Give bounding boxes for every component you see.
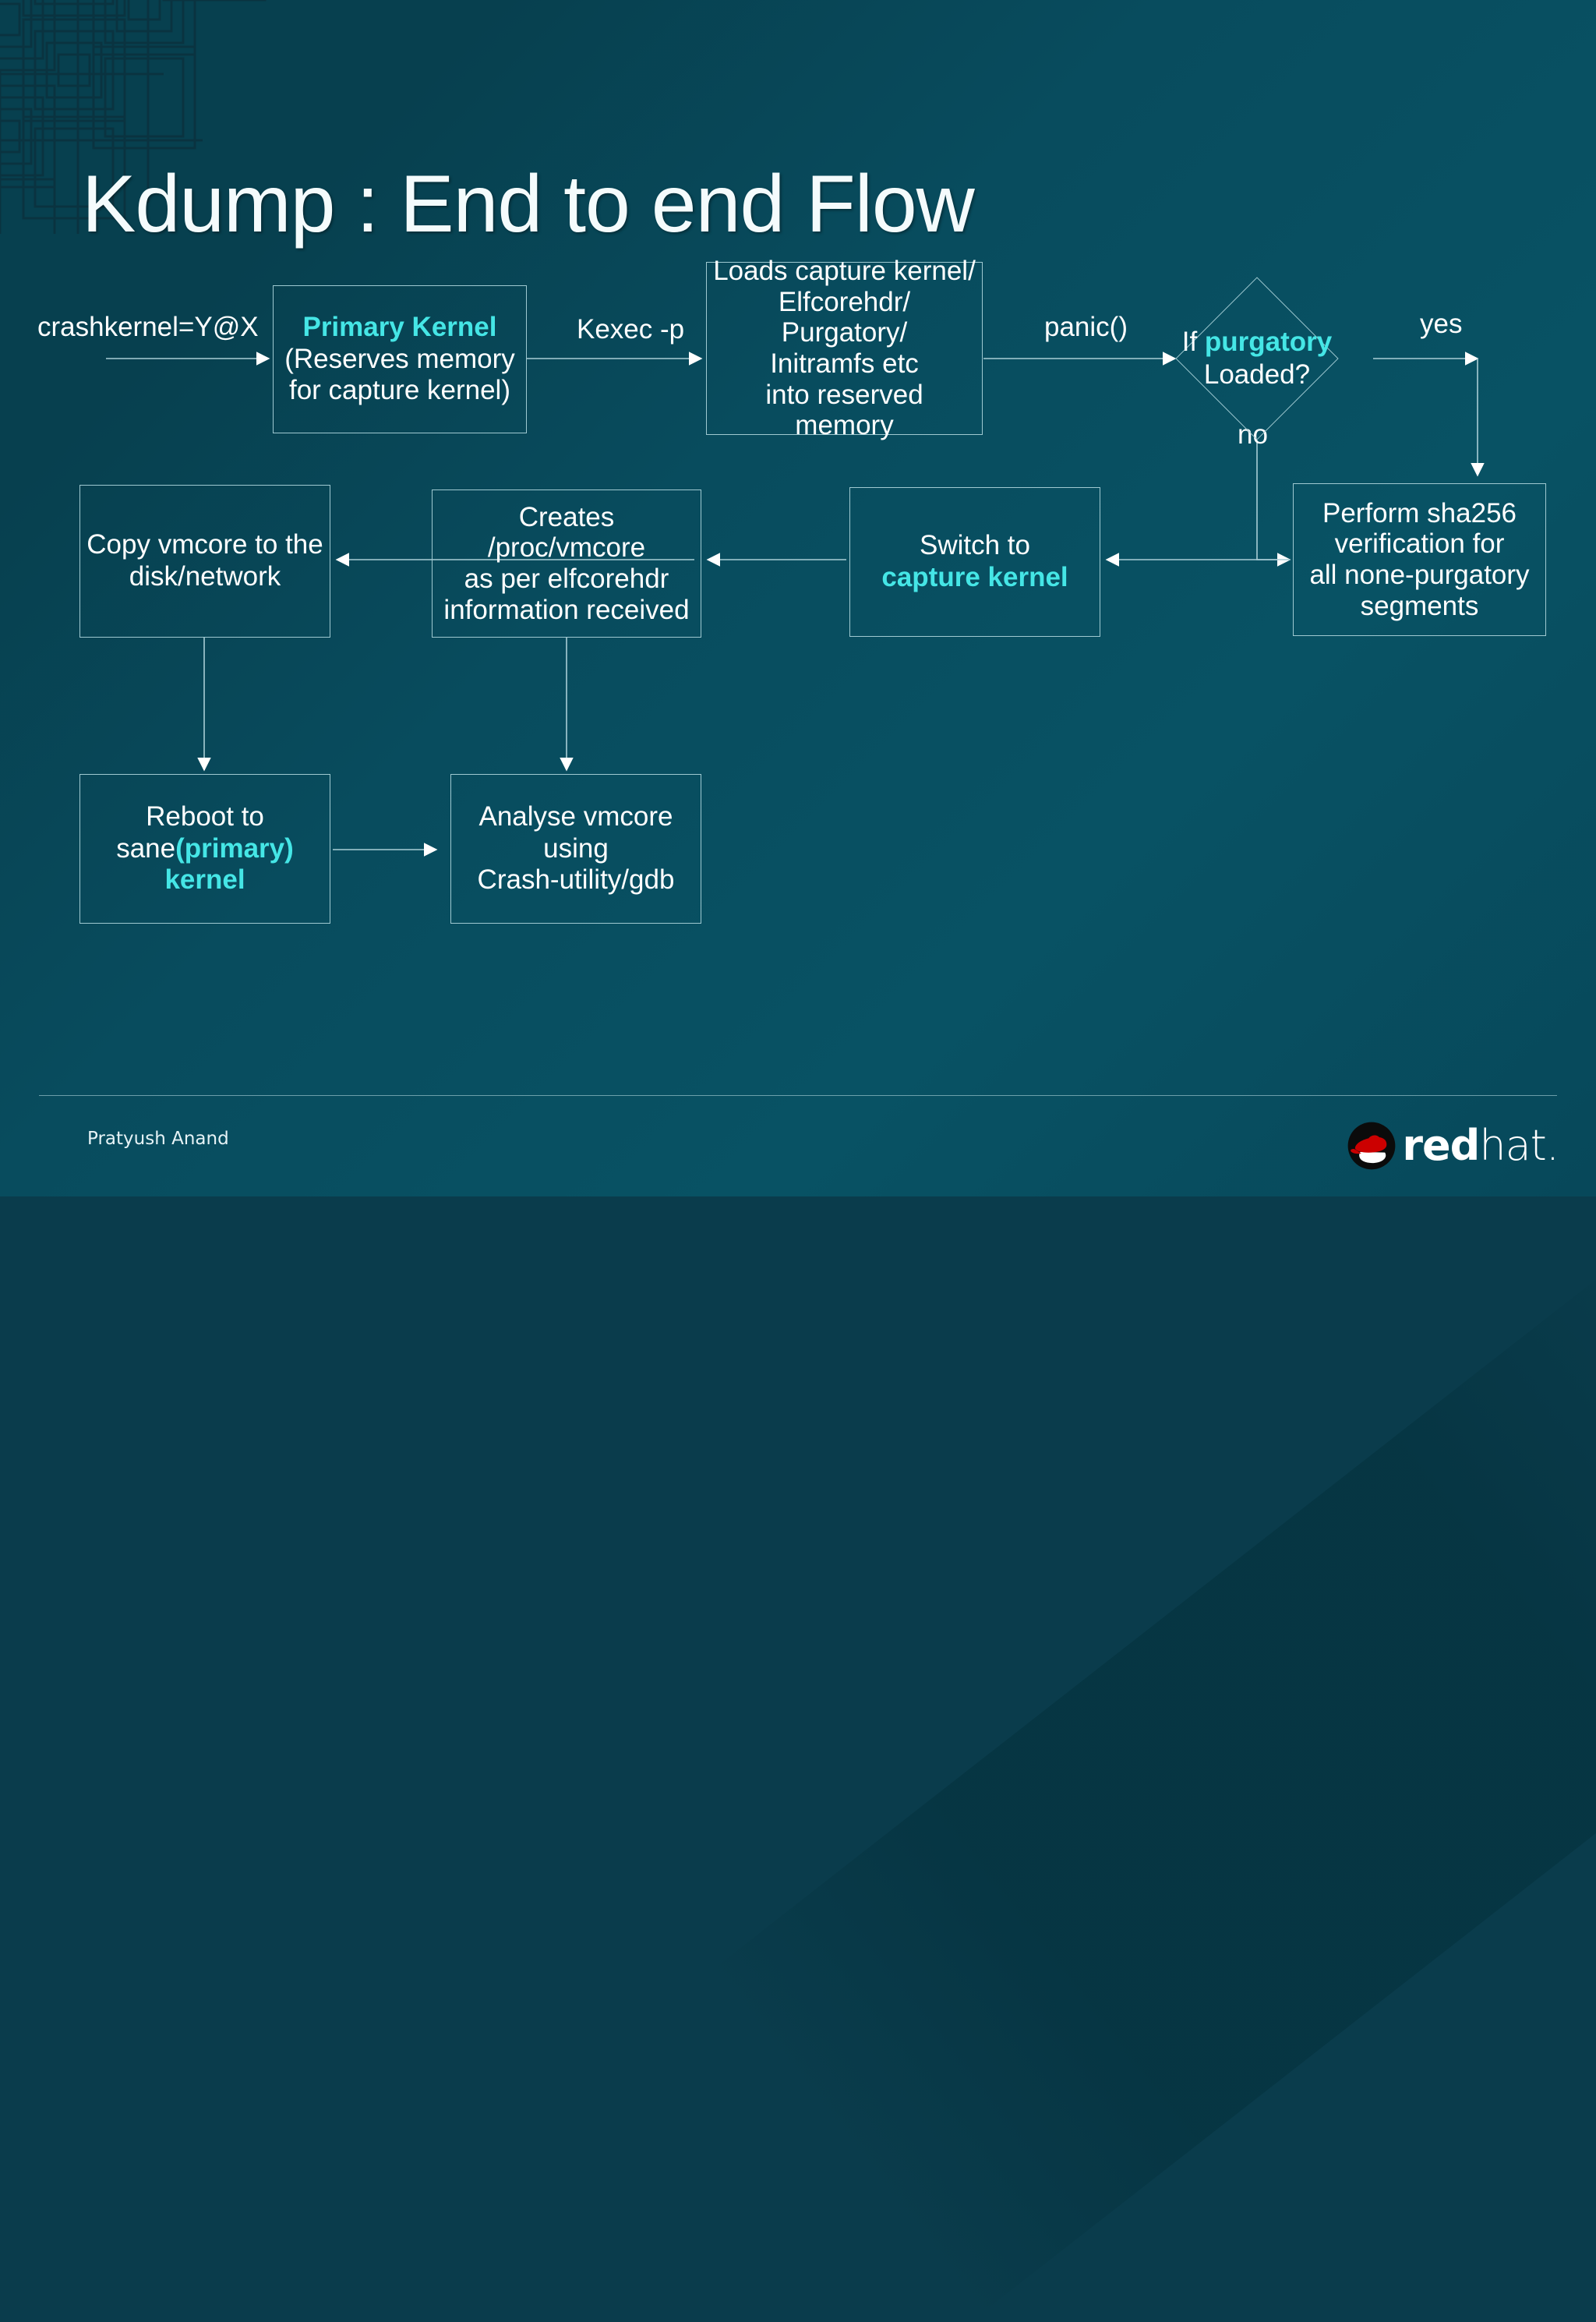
node-primary-kernel-line3: for capture kernel)	[288, 375, 510, 406]
node-reboot-line1: Reboot to	[146, 801, 264, 832]
node-creates-line3: information received	[443, 594, 690, 625]
node-copy-line1: Copy vmcore to the	[87, 529, 323, 560]
node-loads-line1: Loads capture kernel/	[713, 256, 976, 287]
node-primary-kernel-line1: Primary Kernel	[302, 311, 497, 342]
node-reboot-line2a: sane	[116, 832, 176, 864]
footer-divider	[39, 1095, 1557, 1096]
corner-diagonal-band	[702, 1257, 1596, 2322]
node-switch-line1: Switch to	[920, 530, 1030, 561]
edge-label-yes: yes	[1420, 309, 1463, 339]
node-reboot-line3: kernel	[164, 864, 245, 896]
node-switch-capture-kernel[interactable]: Switch to capture kernel	[849, 487, 1100, 637]
node-reboot-sane-kernel[interactable]: Reboot to sane(primary) kernel	[79, 774, 330, 924]
author-name: Pratyush Anand	[87, 1129, 229, 1149]
node-creates-line2: as per elfcorehdr	[464, 564, 669, 594]
node-sha-line3: all none-purgatory	[1309, 560, 1530, 590]
node-primary-kernel-line2: (Reserves memory	[284, 343, 515, 374]
node-reboot-line2b: (primary)	[175, 832, 294, 864]
edge-label-kexec: Kexec -p	[577, 314, 685, 345]
decision-if-label: If	[1181, 327, 1198, 357]
node-copy-line2: disk/network	[129, 561, 281, 592]
redhat-wordmark: redhat.	[1402, 1125, 1559, 1167]
logo-red-text: red	[1402, 1121, 1480, 1170]
flowchart: crashkernel=Y@X Kexec -p panic() yes no …	[37, 256, 1546, 924]
node-purgatory-decision[interactable]: If purgatory Loaded?	[1175, 277, 1339, 440]
node-creates-line1: Creates /proc/vmcore	[487, 501, 646, 564]
redhat-logo: redhat.	[1346, 1120, 1559, 1172]
node-sha-line1: Perform sha256	[1322, 497, 1517, 528]
page-title: Kdump : End to end Flow	[82, 158, 975, 249]
node-loads-line2: Elfcorehdr/	[778, 286, 911, 317]
node-creates-proc-vmcore[interactable]: Creates /proc/vmcore as per elfcorehdr i…	[432, 489, 701, 638]
decision-purgatory-label: purgatory	[1204, 327, 1333, 357]
edge-label-no: no	[1238, 419, 1268, 450]
node-sha-line4: segments	[1360, 590, 1479, 621]
node-copy-vmcore[interactable]: Copy vmcore to the disk/network	[79, 485, 330, 638]
node-sha-line2: verification for	[1334, 528, 1505, 560]
redhat-shadowman-icon	[1346, 1120, 1397, 1172]
node-loads-line5: into reserved memory	[765, 379, 923, 441]
node-sha256-verification[interactable]: Perform sha256 verification for all none…	[1293, 483, 1546, 636]
logo-hat-text: hat.	[1479, 1121, 1559, 1170]
node-analyse-line1: Analyse vmcore	[478, 801, 673, 832]
node-loads-capture-kernel[interactable]: Loads capture kernel/ Elfcorehdr/ Purgat…	[706, 256, 983, 440]
node-switch-line2: capture kernel	[881, 562, 1068, 592]
node-primary-kernel[interactable]: Primary Kernel (Reserves memory for capt…	[273, 285, 527, 433]
node-analyse-vmcore[interactable]: Analyse vmcore using Crash-utility/gdb	[450, 774, 701, 924]
node-analyse-line3: Crash-utility/gdb	[477, 864, 675, 896]
node-loads-line3: Purgatory/	[781, 317, 908, 348]
node-analyse-line2: using	[543, 832, 609, 864]
decision-loaded-label: Loaded?	[1203, 359, 1311, 390]
edge-label-crashkernel: crashkernel=Y@X	[37, 312, 259, 342]
edge-label-panic: panic()	[1044, 312, 1128, 342]
node-loads-line4: Initramfs etc	[770, 348, 919, 379]
